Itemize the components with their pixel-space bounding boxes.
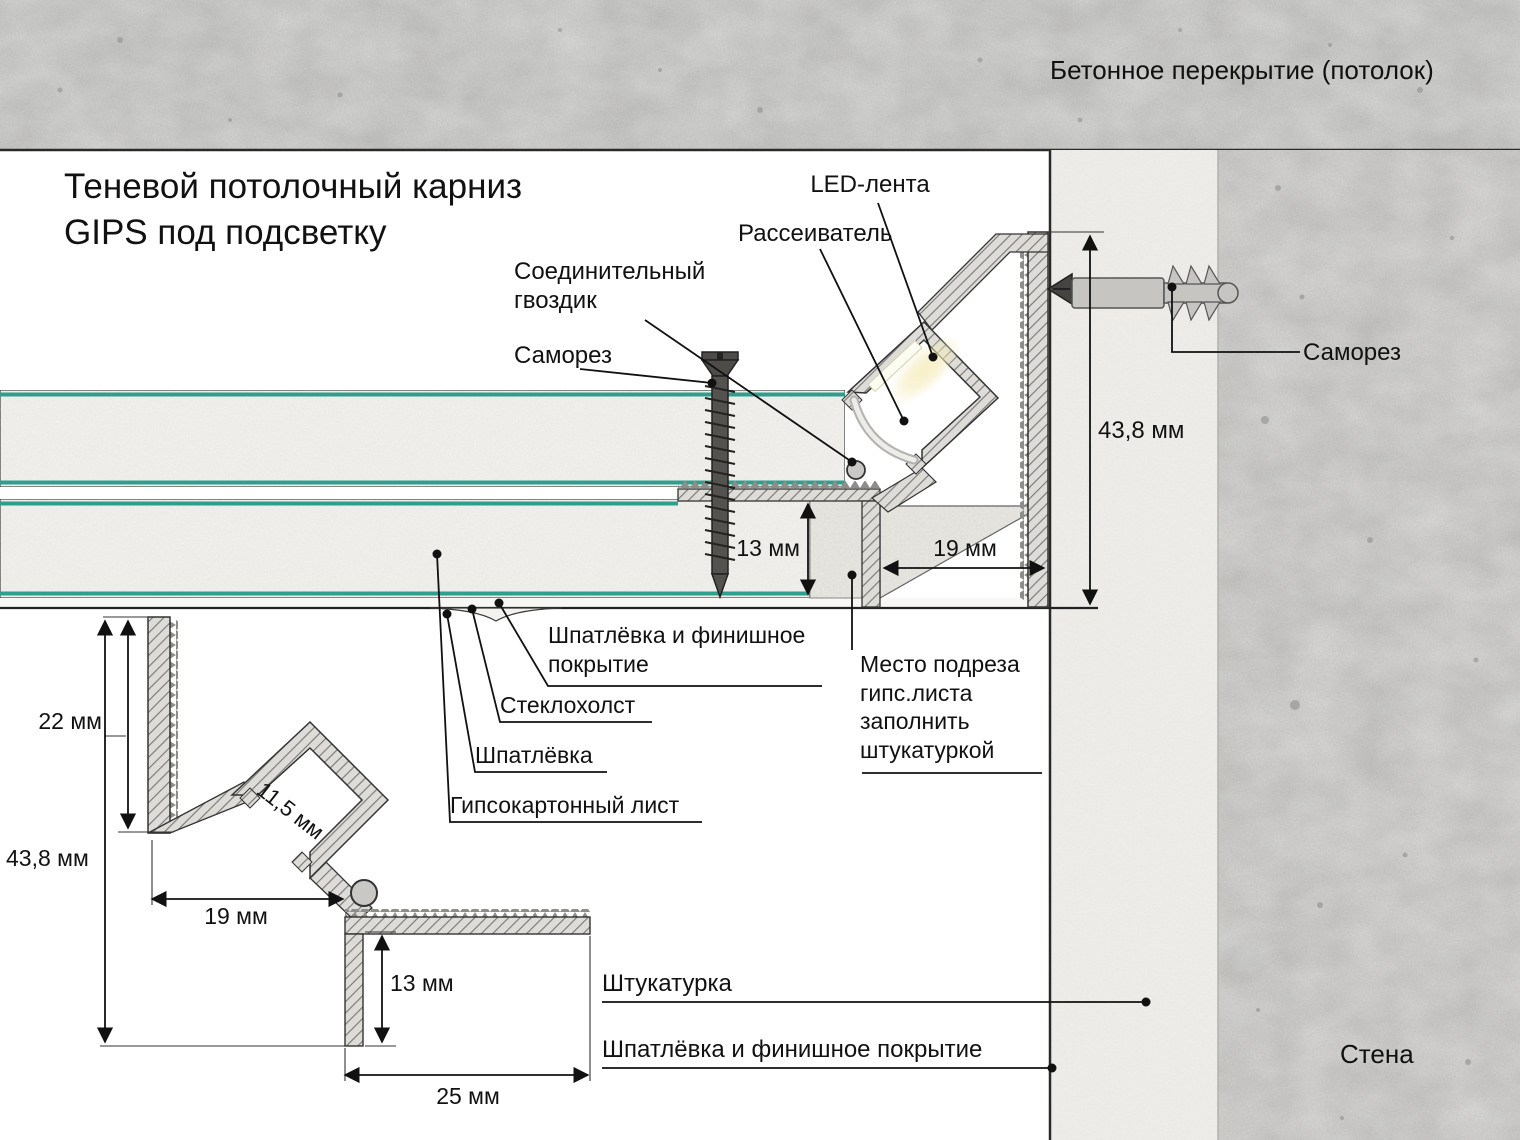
dim-label-main-height: 43,8 мм bbox=[1098, 417, 1185, 444]
label-putty: Шпатлёвка bbox=[475, 742, 593, 768]
wall-plate bbox=[1027, 231, 1049, 608]
led-assembly bbox=[849, 335, 962, 465]
dim-label-detail-width: 19 мм bbox=[204, 903, 268, 929]
label-fiberglass: Стеклохолст bbox=[500, 692, 636, 718]
leader-screw-right bbox=[1171, 287, 1300, 353]
leader-drywall bbox=[436, 553, 702, 823]
leader-fiberglass bbox=[471, 608, 652, 723]
dimension-lines bbox=[96, 231, 1104, 1084]
label-drywall-sheet: Гипсокартонный лист bbox=[450, 792, 680, 818]
detail-wall-plate bbox=[147, 616, 171, 834]
profile-detail bbox=[147, 616, 591, 1047]
dim-label-detail-height: 43,8 мм bbox=[6, 845, 89, 871]
plaster-filled-cut bbox=[809, 499, 863, 599]
detail-flange-teeth bbox=[345, 909, 590, 917]
flange-teeth bbox=[678, 481, 880, 489]
label-connecting-nail: Соединительный гвоздик bbox=[514, 258, 706, 314]
detail-lip-top bbox=[239, 787, 261, 809]
label-putty-finish-bottom: Шпатлёвка и финишное покрытие bbox=[602, 1036, 983, 1063]
detail-connecting-nail bbox=[350, 879, 378, 907]
wall-concrete bbox=[1218, 150, 1520, 1140]
label-diffuser: Рассеиватель bbox=[738, 220, 893, 247]
plate-teeth bbox=[1020, 240, 1028, 600]
shadow-profile-main bbox=[677, 231, 1049, 608]
label-putty-finish-mid: Шпатлёвка и финишное покрытие bbox=[548, 622, 806, 677]
drywall-boards bbox=[0, 389, 1098, 622]
detail-lip-bottom bbox=[291, 851, 313, 873]
screw-tip bbox=[710, 573, 730, 600]
label-screw-right: Саморез bbox=[1303, 339, 1401, 366]
detail-flange-bar bbox=[344, 916, 591, 935]
dim-label-detail-board: 13 мм bbox=[390, 970, 454, 996]
label-screw-left: Саморез bbox=[514, 342, 612, 369]
leader-lines bbox=[432, 202, 1300, 1073]
screw-vertical bbox=[700, 351, 740, 600]
leader-nail bbox=[644, 319, 853, 463]
dim-label-main-gap: 19 мм bbox=[933, 535, 997, 561]
label-wall: Стена bbox=[1340, 1039, 1414, 1069]
gap-strip bbox=[861, 500, 881, 608]
label-led-strip: LED-лента bbox=[810, 171, 930, 198]
page-title-line1: Теневой потолочный карниз bbox=[64, 167, 523, 206]
detail-plate-teeth bbox=[170, 620, 178, 830]
drywall-layer-1 bbox=[0, 389, 846, 488]
leader-putty-finish-mid bbox=[498, 602, 822, 687]
detail-led-channel bbox=[230, 720, 390, 880]
dowel-body bbox=[1071, 277, 1165, 309]
label-cut-fill: Место подреза гипс.листа заполнить штука… bbox=[860, 651, 1020, 763]
channel-to-flange-link bbox=[870, 467, 937, 513]
leader-dots bbox=[432, 282, 1177, 1073]
putty-joint-fillet bbox=[429, 607, 563, 622]
leader-diffuser bbox=[819, 248, 905, 422]
leader-screw-left bbox=[579, 368, 713, 384]
detail-gap-strip bbox=[344, 933, 364, 1047]
diffuser-outline bbox=[849, 395, 919, 465]
screw-slot bbox=[717, 352, 723, 360]
leader-putty bbox=[446, 613, 607, 773]
led-strip bbox=[867, 339, 923, 393]
label-plaster: Штукатурка bbox=[602, 970, 732, 997]
page-title-line2: GIPS под подсветку bbox=[64, 213, 387, 252]
label-concrete-ceiling: Бетонное перекрытие (потолок) bbox=[1050, 55, 1434, 85]
leader-led bbox=[877, 202, 934, 358]
dim-label-detail-base: 25 мм bbox=[436, 1083, 500, 1109]
dim-label-main-board: 13 мм bbox=[736, 535, 800, 561]
ceiling-slab bbox=[0, 0, 1520, 152]
diffuser-body bbox=[851, 397, 917, 463]
led-glow bbox=[888, 335, 962, 405]
drywall-layer-2 bbox=[0, 498, 811, 599]
dim-label-detail-top: 22 мм bbox=[38, 708, 102, 734]
dowel-tip bbox=[1217, 282, 1239, 304]
finish-coat-band bbox=[0, 598, 1048, 608]
